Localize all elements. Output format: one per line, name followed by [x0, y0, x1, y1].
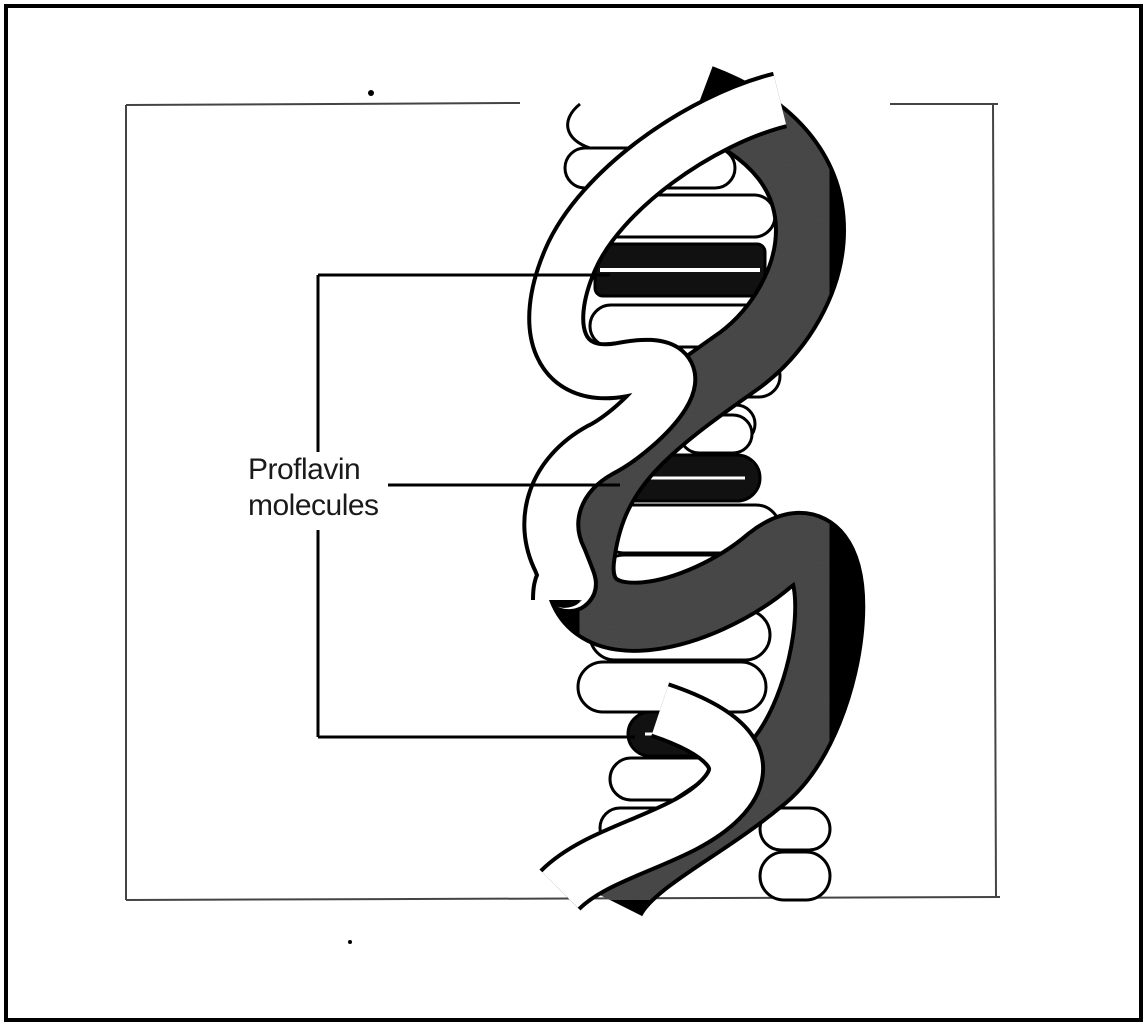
- proflavin-label-line1: Proflavin: [248, 453, 360, 487]
- base-pair: [760, 852, 830, 900]
- helix-top-curl: [568, 104, 590, 148]
- stray-dot: [348, 940, 352, 944]
- stray-dot: [368, 90, 374, 96]
- proflavin-label-line2: molecules: [248, 489, 379, 523]
